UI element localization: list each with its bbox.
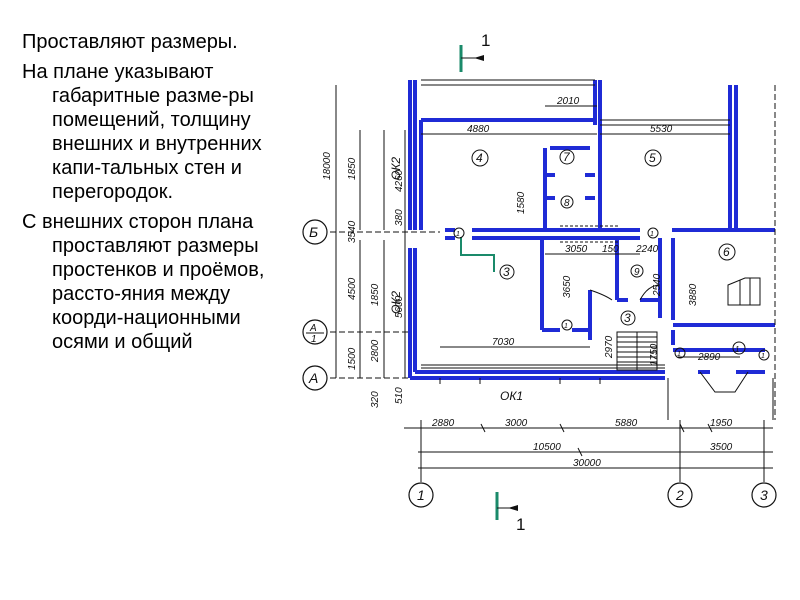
room-numbers: 4 5 6 7 8 9 3 3 1 1 1 1 1 1 bbox=[456, 150, 765, 360]
axis-label: 1 bbox=[311, 334, 317, 345]
axis-labels: Б А 1 А 1 2 3 bbox=[308, 224, 768, 503]
dim-label: 2010 bbox=[556, 96, 580, 107]
room-number: 7 bbox=[563, 150, 571, 164]
window-labels: ОК2 ОК2 ОК1 bbox=[389, 157, 523, 403]
dim-label: 18000 bbox=[322, 152, 333, 180]
floor-plan-drawing: 1 1 bbox=[302, 31, 777, 534]
section-mark-label: 1 bbox=[481, 31, 490, 50]
dim-label: 4260 bbox=[394, 169, 405, 192]
dim-label: 2540 bbox=[652, 273, 663, 297]
dim-label: 1750 bbox=[649, 343, 660, 366]
dim-label: 5530 bbox=[650, 124, 673, 135]
dim-label: 2240 bbox=[635, 244, 659, 255]
axis-label: 2 bbox=[675, 487, 684, 503]
thin-lines bbox=[421, 79, 774, 420]
section-mark-label: 1 bbox=[516, 515, 525, 534]
room-markers bbox=[453, 149, 770, 361]
dim-label: 380 bbox=[394, 209, 405, 226]
axis-label: А bbox=[309, 323, 317, 334]
dim-label: 2970 bbox=[604, 335, 615, 359]
dim-label: 1850 bbox=[347, 157, 358, 180]
dim-label: 150 bbox=[602, 244, 619, 255]
walls bbox=[408, 80, 775, 380]
axis-label: Б bbox=[309, 224, 318, 240]
section-mark-bottom: 1 bbox=[495, 492, 525, 534]
dim-label: 2800 bbox=[370, 339, 381, 363]
axis-label: 1 bbox=[417, 487, 425, 503]
window-label: ОК2 bbox=[389, 291, 403, 314]
paragraph: Проставляют размеры. bbox=[22, 31, 238, 53]
dim-label: 2890 bbox=[697, 352, 721, 363]
dim-label: 4880 bbox=[467, 124, 490, 135]
dim-label: 3540 bbox=[347, 220, 358, 243]
description-text: Проставляют размеры. На плане указывают … bbox=[22, 30, 292, 360]
dim-label: 3650 bbox=[562, 275, 573, 298]
dim-label: 1950 bbox=[710, 418, 733, 429]
dim-label: 30000 bbox=[573, 458, 601, 469]
axis-label: А bbox=[308, 370, 318, 386]
dim-label: 1850 bbox=[370, 283, 381, 306]
axis-label: 3 bbox=[760, 487, 768, 503]
dim-label: 3500 bbox=[710, 442, 733, 453]
room-number: 1 bbox=[564, 323, 568, 330]
dim-label: 320 bbox=[370, 391, 381, 408]
section-mark-top: 1 bbox=[459, 31, 490, 72]
dim-label: 510 bbox=[394, 387, 405, 404]
dim-label: 3050 bbox=[565, 244, 588, 255]
room-number: 1 bbox=[761, 353, 765, 360]
dim-label: 5880 bbox=[615, 418, 638, 429]
room-number: 8 bbox=[564, 198, 570, 209]
dim-label: 1580 bbox=[516, 191, 527, 214]
dimension-labels: 2010 4880 5530 3050 150 2240 7030 2890 1… bbox=[322, 96, 733, 469]
room-number: 1 bbox=[735, 345, 739, 354]
room-number: 1 bbox=[650, 231, 654, 238]
room-number: 3 bbox=[503, 265, 510, 279]
dim-label: 5600 bbox=[394, 295, 405, 318]
window-label: ОК1 bbox=[500, 389, 523, 403]
room-number: 5 bbox=[649, 151, 656, 165]
paragraph: С внешних сторон плана проставляют разме… bbox=[22, 211, 265, 353]
axis-markers bbox=[302, 219, 777, 508]
section-cut-line bbox=[460, 237, 495, 272]
room-number: 9 bbox=[634, 267, 640, 278]
room-number: 3 bbox=[624, 311, 631, 325]
dim-label: 2880 bbox=[431, 418, 455, 429]
room-number: 1 bbox=[456, 231, 460, 238]
plan-group: 1 1 bbox=[302, 31, 777, 534]
room-number: 6 bbox=[723, 245, 730, 259]
dim-label: 3000 bbox=[505, 418, 528, 429]
dimension-lines bbox=[330, 85, 776, 482]
paragraph: На плане указывают габаритные разме-ры п… bbox=[22, 61, 262, 203]
dim-label: 4500 bbox=[347, 277, 358, 300]
window-label: ОК2 bbox=[389, 157, 403, 180]
dim-label: 3880 bbox=[688, 283, 699, 306]
room-number: 4 bbox=[476, 151, 483, 165]
dim-label: 10500 bbox=[533, 442, 561, 453]
dim-label: 1500 bbox=[347, 347, 358, 370]
dim-label: 7030 bbox=[492, 337, 515, 348]
room-number: 1 bbox=[677, 351, 681, 358]
